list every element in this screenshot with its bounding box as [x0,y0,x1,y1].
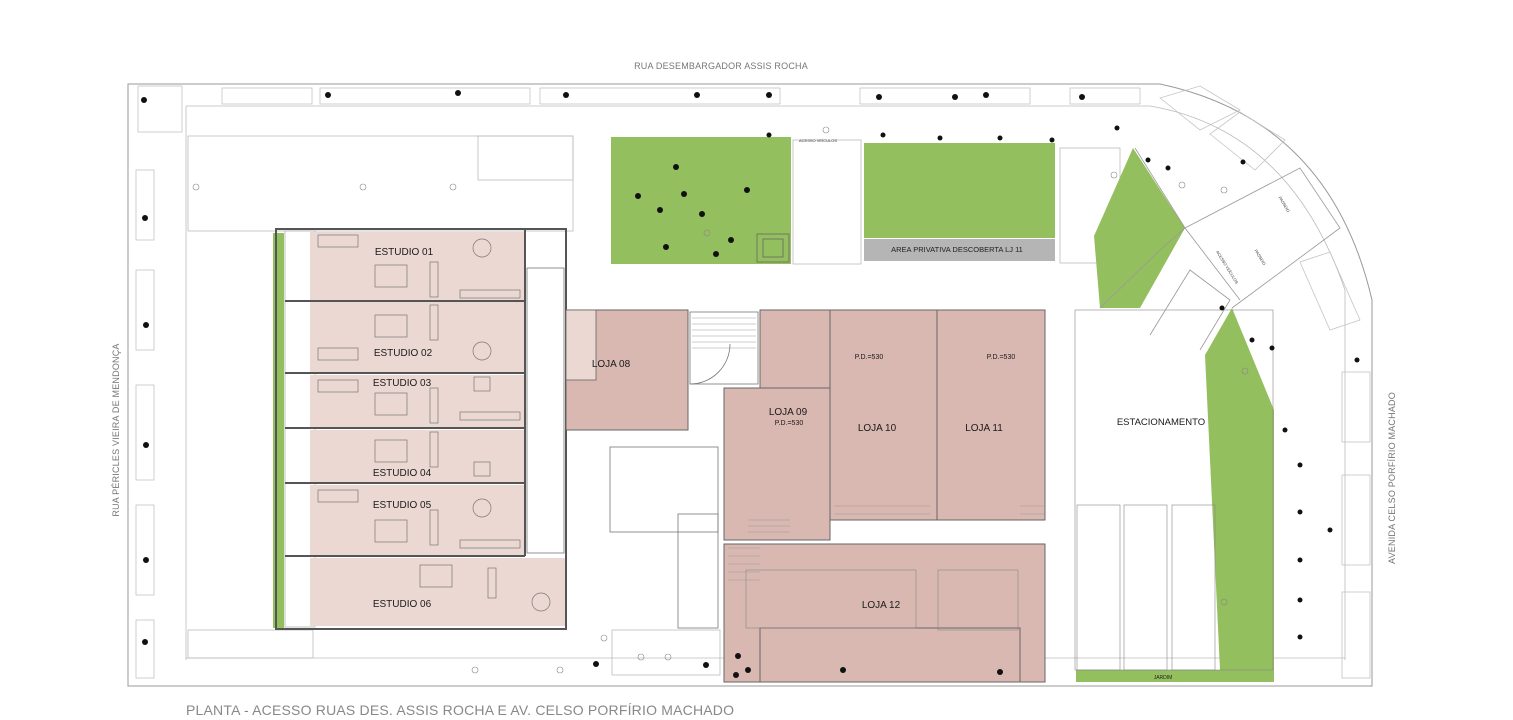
street-label-top: RUA DESEMBARGADOR ASSIS ROCHA [634,61,808,71]
studio-05-room [310,485,525,555]
lawn-west-strip [273,233,284,628]
loja-12-label: LOJA 12 [862,600,901,611]
private-area-label: AREA PRIVATIVA DESCOBERTA LJ 11 [891,245,1023,254]
street-parking-left [135,169,155,679]
vehicle-access-label-2: ACESSO VEÍCULOS [1215,250,1240,285]
studio-02-label: ESTUDIO 02 [374,348,433,359]
studio-01-room [310,232,525,300]
site-boundary [127,83,1373,687]
shops-inner-lines [745,309,1274,671]
drawing-caption: PLANTA - ACESSO RUAS DES. ASSIS ROCHA E … [186,702,735,718]
stair-core [692,317,756,349]
ramp-label-1: PASSEIO [1278,196,1291,213]
parking-label: ESTACIONAMENTO [1117,417,1205,428]
studio-05-label: ESTUDIO 05 [373,500,432,511]
street-label-left: RUA PÉRICLES VIEIRA DE MENDONÇA [111,343,121,516]
vehicle-access-label: ACESSO VEÍCULOS [799,138,837,143]
shop-service-stairs [728,505,1044,581]
garden-strip [1076,670,1274,682]
studio-06-label: ESTUDIO 06 [373,599,432,610]
loja-09-room [723,387,831,541]
street-parking-right [1159,85,1371,679]
shops-block [723,309,1046,683]
shrubs [192,126,1249,674]
studio-06-room [310,558,565,626]
loja-10-room [829,309,938,521]
studio-block [275,228,567,630]
lawn-top-left [611,137,791,264]
loja-09-label: LOJA 09 [769,407,808,418]
loja-10-label: LOJA 10 [858,423,897,434]
loja-11-label: LOJA 11 [965,423,1003,434]
private-area-box [864,239,1055,261]
lawn-east-strip [1205,308,1274,670]
street-parking-top [137,85,1141,133]
studio-04-room [310,430,525,482]
central-core [526,233,790,629]
vehicle-ramp [1099,147,1341,351]
pathway-outlines [187,135,1121,676]
loja-10-pd-label: P.D.=530 [855,354,884,361]
loja-09-pd-label: P.D.=530 [775,420,804,427]
loja-11-room [936,309,1046,521]
studio-03-label: ESTUDIO 03 [373,378,432,389]
studio-04-label: ESTUDIO 04 [373,468,432,479]
studio-01-label: ESTUDIO 01 [375,247,434,258]
street-label-right: AVENIDA CELSO PORFÍRIO MACHADO [1387,392,1397,564]
loja-08-label: LOJA 08 [592,359,631,370]
studio-02-room [310,302,525,372]
studio-03-room [310,375,525,427]
ramp-label-2: PASSEIO [1254,249,1267,266]
loja-11-pd-label: P.D.=530 [987,354,1016,361]
trees [141,90,1360,678]
lawn-top-right [864,143,1055,238]
green-areas [273,137,1274,682]
lawn-east-corner [1094,148,1185,308]
garden-label: JARDIM [1154,675,1173,681]
